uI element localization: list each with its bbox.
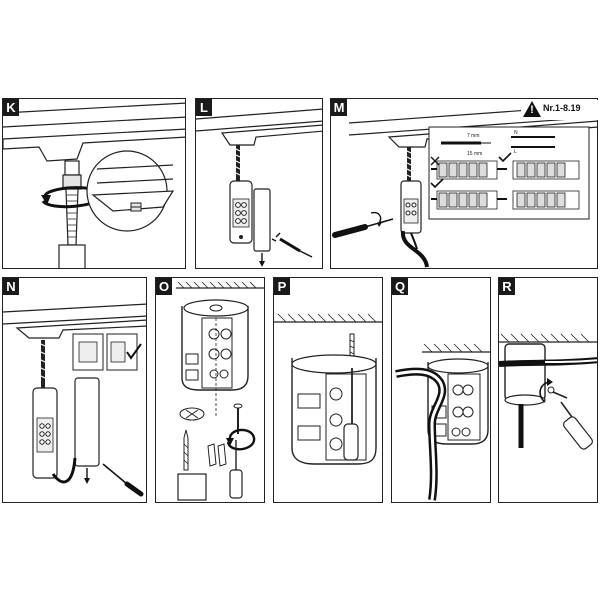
panel-q: Q xyxy=(391,277,491,503)
panel-n: N xyxy=(2,277,147,503)
warning-reference: ! Nr.1-8.19 xyxy=(521,100,598,120)
panel-m: M 7 mm 15 mm N L xyxy=(330,98,598,269)
panel-o-label: O xyxy=(156,278,172,295)
check-icon xyxy=(498,152,512,163)
strip-length-top: 7 mm xyxy=(467,133,480,139)
panel-p: P xyxy=(273,277,383,503)
panel-q-label: Q xyxy=(392,278,408,295)
step-m-illustration: 7 mm 15 mm N L xyxy=(332,104,597,268)
step-l-illustration xyxy=(196,108,322,267)
strip-length-bottom: 15 mm xyxy=(467,151,482,157)
panel-l: L xyxy=(195,98,323,269)
step-k-illustration xyxy=(3,102,185,268)
panel-k: K xyxy=(2,98,186,269)
step-p-illustration xyxy=(274,313,382,465)
panel-l-label: L xyxy=(196,99,212,116)
panel-o: O xyxy=(155,277,265,503)
step-n-illustration xyxy=(3,303,146,497)
panel-p-label: P xyxy=(274,278,290,295)
step-q-illustration xyxy=(395,343,490,501)
check-icon xyxy=(126,343,142,360)
step-r-illustration xyxy=(499,333,597,450)
panel-r: R xyxy=(498,277,598,503)
panel-r-label: R xyxy=(499,278,515,295)
wire-label-n: N xyxy=(514,130,518,136)
panel-n-label: N xyxy=(3,278,19,295)
step-o-illustration xyxy=(176,281,264,501)
warning-reference-text: Nr.1-8.19 xyxy=(543,103,581,113)
warning-triangle-icon xyxy=(523,101,541,117)
wire-label-l: L xyxy=(514,149,517,155)
panel-k-label: K xyxy=(3,99,19,116)
panel-m-label: M xyxy=(331,99,347,116)
